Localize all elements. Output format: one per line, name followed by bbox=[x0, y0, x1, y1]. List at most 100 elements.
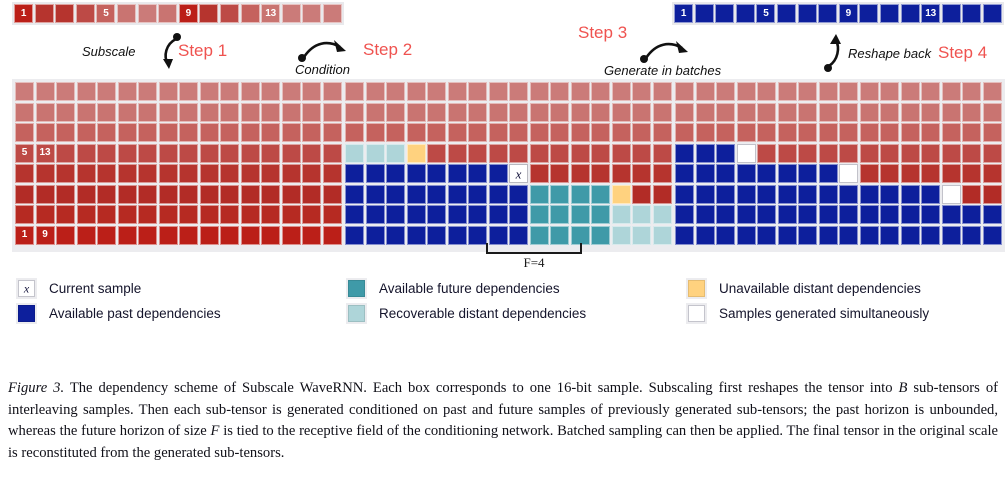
grid-cell bbox=[138, 225, 157, 245]
grid-row bbox=[675, 102, 1002, 124]
grid-cell bbox=[345, 102, 364, 122]
grid-cell bbox=[199, 205, 219, 224]
grid-cell bbox=[880, 123, 899, 142]
grid-cell bbox=[138, 102, 157, 122]
grid-cell bbox=[652, 164, 672, 183]
grid-cell bbox=[652, 184, 672, 204]
strip-cell bbox=[715, 4, 735, 23]
strip-cell bbox=[199, 4, 219, 23]
strip-cell bbox=[116, 4, 136, 23]
grid-cell bbox=[818, 102, 838, 122]
grid-cell bbox=[859, 102, 879, 122]
grid-cell bbox=[509, 205, 528, 224]
grid-cell bbox=[240, 82, 260, 101]
grid-cell bbox=[818, 184, 838, 204]
grid-cell bbox=[488, 102, 508, 122]
grid-cell bbox=[818, 123, 838, 142]
legend-item: x Current sample bbox=[18, 280, 348, 297]
grid-cell bbox=[302, 205, 321, 224]
grid-cell bbox=[777, 184, 797, 204]
grid-cell bbox=[345, 184, 364, 204]
grid-cell bbox=[716, 164, 735, 183]
grid-cell bbox=[695, 164, 715, 183]
grid-cell bbox=[982, 164, 1002, 183]
grid-cell bbox=[818, 82, 838, 101]
strip-cell bbox=[879, 4, 899, 23]
grid-cell bbox=[15, 164, 34, 183]
strip-cell: 13 bbox=[921, 4, 941, 23]
grid-cell bbox=[798, 123, 817, 142]
grid-cell bbox=[117, 143, 137, 163]
grid-cell bbox=[982, 143, 1002, 163]
grid-cell bbox=[179, 205, 198, 224]
grid-cell bbox=[35, 205, 55, 224]
grid-cell bbox=[839, 143, 858, 163]
grid-cell bbox=[900, 102, 920, 122]
strip-cell bbox=[797, 4, 817, 23]
grid-cell: 5 bbox=[15, 143, 34, 163]
grid-cell bbox=[695, 82, 715, 101]
grid-cell bbox=[261, 225, 280, 245]
strip-cell: 5 bbox=[756, 4, 776, 23]
strip-cell bbox=[962, 4, 982, 23]
grid-cell bbox=[695, 123, 715, 142]
legend-swatch-white-x: x bbox=[18, 280, 35, 297]
grid-cell bbox=[921, 225, 940, 245]
grid-cell bbox=[509, 143, 528, 163]
grid-cell bbox=[941, 82, 961, 101]
grid-cell bbox=[859, 225, 879, 245]
legend-item: Available past dependencies bbox=[18, 305, 348, 322]
grid-cell bbox=[240, 143, 260, 163]
grid-cell bbox=[281, 143, 301, 163]
strip-cell bbox=[34, 4, 54, 23]
grid-cell bbox=[97, 164, 116, 183]
grid-cell bbox=[591, 102, 610, 122]
grid-cell bbox=[632, 184, 651, 204]
grid-cell bbox=[76, 225, 96, 245]
grid-cell bbox=[345, 225, 364, 245]
grid-cell bbox=[757, 225, 776, 245]
grid-cell bbox=[736, 82, 756, 101]
grid-cell bbox=[468, 143, 487, 163]
grid-cell bbox=[117, 205, 137, 224]
grid-cell bbox=[261, 82, 280, 101]
grid-cell bbox=[427, 225, 446, 245]
grid-cell bbox=[982, 102, 1002, 122]
grid-cell bbox=[839, 102, 858, 122]
legend-label: Current sample bbox=[49, 281, 142, 296]
grid-cell bbox=[117, 82, 137, 101]
grid-cell bbox=[695, 225, 715, 245]
legend-swatch-blue bbox=[18, 305, 35, 322]
grid-cell bbox=[675, 225, 694, 245]
grid-cell bbox=[675, 82, 694, 101]
grid-cell bbox=[488, 82, 508, 101]
grid-cell bbox=[345, 164, 364, 183]
grid-cell bbox=[386, 225, 405, 245]
grid-cell bbox=[447, 82, 467, 101]
grid-cell bbox=[158, 225, 178, 245]
strip-cell bbox=[818, 4, 838, 23]
grid-cell bbox=[302, 123, 321, 142]
grid-cell bbox=[777, 164, 797, 183]
grid-cell bbox=[220, 184, 239, 204]
grid-cell bbox=[447, 123, 467, 142]
grid-cell bbox=[880, 184, 899, 204]
grid-cell bbox=[158, 123, 178, 142]
grid-cell bbox=[97, 184, 116, 204]
grid-cell bbox=[736, 102, 756, 122]
grid-cell bbox=[261, 184, 280, 204]
grid-cell bbox=[550, 205, 569, 224]
grid-cell bbox=[652, 82, 672, 101]
grid-cell bbox=[695, 102, 715, 122]
grid-cell bbox=[695, 184, 715, 204]
grid-cell bbox=[406, 184, 426, 204]
legend-label: Unavailable distant dependencies bbox=[719, 281, 921, 296]
grid-cell bbox=[322, 225, 342, 245]
current-sample-glyph: x bbox=[515, 166, 522, 181]
grid-cell bbox=[632, 143, 651, 163]
grid-row bbox=[15, 184, 342, 206]
